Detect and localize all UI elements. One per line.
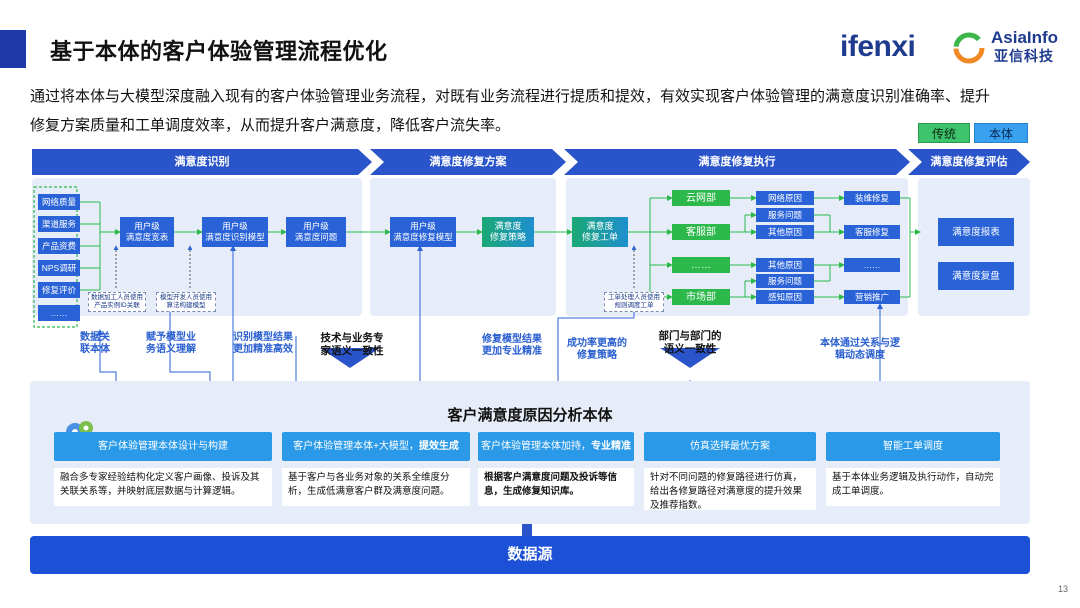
capability-desc-1: 融合多专家经验结构化定义客户画像、投诉及其关联关系等，并映射底层数据与计算逻辑。 [54,468,272,506]
customer-satisfaction-table: 用户级 满意度宽表 [120,217,174,247]
asiainfo-logo-text: AsiaInfo [991,28,1059,47]
intro-paragraph: 通过将本体与大模型深度融入现有的客户体验管理业务流程，对既有业务流程进行提质和提… [30,82,1050,140]
satisfaction-problem: 用户级 满意度问题 [286,217,346,247]
page-title: 基于本体的客户体验管理流程优化 [50,39,388,64]
capability-desc-2: 基于客户与各业务对象的关系全维度分析，生成低满意客户群及满意度问题。 [282,468,470,506]
evaluation-panel [918,178,1030,316]
source-channel-service: 渠道服务 [38,216,80,232]
capability-simulation: 仿真选择最优方案 [644,432,816,461]
title-accent-bar [0,30,26,68]
satisfaction-identify-model: 用户级 满意度识别模型 [202,217,268,247]
annotation-repair-precision: 修复模型结果 更加专业精准 [482,334,542,357]
source-network-quality: 网络质量 [38,194,80,210]
annotation-dynamic-dispatch: 本体通过关系与逻 辑动态调度 [820,338,900,361]
intro-line-2: 修复方案质量和工单调度效率，从而提升客户满意度，降低客户流失率。 [30,117,511,134]
cause-other-1: 其他原因 [756,225,814,239]
legend-ontology: 本体 [974,123,1028,143]
cause-other-2: 其他原因 [756,258,814,272]
dept-cloud-network: 云网部 [672,190,730,206]
annotation-semantic-understanding: 赋予模型业 务语义理解 [146,332,196,355]
stage-repair-exec: 满意度修复执行 [564,149,910,175]
annotation-dept-consistency: 部门与部门的 语义一致性 [658,330,722,355]
note-work-order-handler: 工单处理人员使用 规则调度工单 [604,292,664,312]
action-marketing: 营销推广 [844,290,900,304]
satisfaction-repair-model: 用户级 满意度修复模型 [390,217,456,247]
source-product-pricing: 产品资费 [38,238,80,254]
legend-traditional: 传统 [918,123,970,143]
annotation-identify-accuracy: 识别模型结果 更加精准高效 [233,332,293,355]
capability-desc-4: 针对不同问题的修复路径进行仿真，给出各修复路径对满意度的提升效果及推荐指数。 [644,468,816,511]
ifenxi-logo: ifenxi [840,30,916,63]
annotation-expert-consistency: 技术与业务专 家语义一致性 [320,332,384,357]
repair-plan-panel [370,178,556,316]
asiainfo-logo-icon [953,32,985,64]
stage-evaluation: 满意度修复评估 [908,149,1030,175]
capability-desc-5: 基于本体业务逻辑及执行动作，自动完成工单调度。 [826,468,1000,506]
note-data-processing: 数据加工人员使用 产品实例ID关联 [88,292,146,312]
stage-repair-plan: 满意度修复方案 [370,149,566,175]
source-repair-eval: 修复评价 [38,282,80,298]
action-cs-repair: 客服修复 [844,225,900,239]
capability-ontology-llm: 客户体验管理本体+大模型，提效生成 [282,432,470,461]
satisfaction-report: 满意度报表 [938,218,1014,246]
note-model-developer: 模型开发人员使用 算法构建模型 [156,292,216,312]
intro-line-1: 通过将本体与大模型深度融入现有的客户体验管理业务流程，对既有业务流程进行提质和提… [30,88,991,105]
capability-ontology-precise: 客户体验管理本体加持，专业精准 [478,432,634,461]
dept-marketing: 市场部 [672,289,730,305]
cause-service: 服务问题 [756,208,814,222]
capability-desc-3: 根据客户满意度问题及投诉等信息，生成修复知识库。 [478,468,634,506]
ontology-title: 客户满意度原因分析本体 [447,407,613,424]
repair-work-order: 满意度 修复工单 [572,217,628,247]
source-more: …… [38,305,80,321]
action-more: …… [844,258,900,272]
asiainfo-logo-cn: 亚信科技 [994,48,1054,64]
cause-service-2: 服务问题 [756,274,814,288]
source-nps-survey: NPS调研 [38,260,80,276]
cause-perception: 感知原因 [756,290,814,304]
capability-ontology-design: 客户体验管理本体设计与构建 [54,432,272,461]
satisfaction-review: 满意度复盘 [938,262,1014,290]
cause-network: 网络原因 [756,191,814,205]
capability-smart-dispatch: 智能工单调度 [826,432,1000,461]
dept-more: …… [672,257,730,273]
data-source-bar: 数据源 [30,536,1030,574]
action-install-repair: 装维修复 [844,191,900,205]
annotation-data-ontology: 数据关 联本体 [80,332,110,355]
dept-customer-service: 客服部 [672,224,730,240]
stage-identify: 满意度识别 [32,149,372,175]
annotation-repair-strategy: 成功率更高的 修复策略 [567,338,627,361]
page-number: 13 [1057,584,1068,594]
satisfaction-repair-strategy: 满意度 修复策略 [482,217,534,247]
